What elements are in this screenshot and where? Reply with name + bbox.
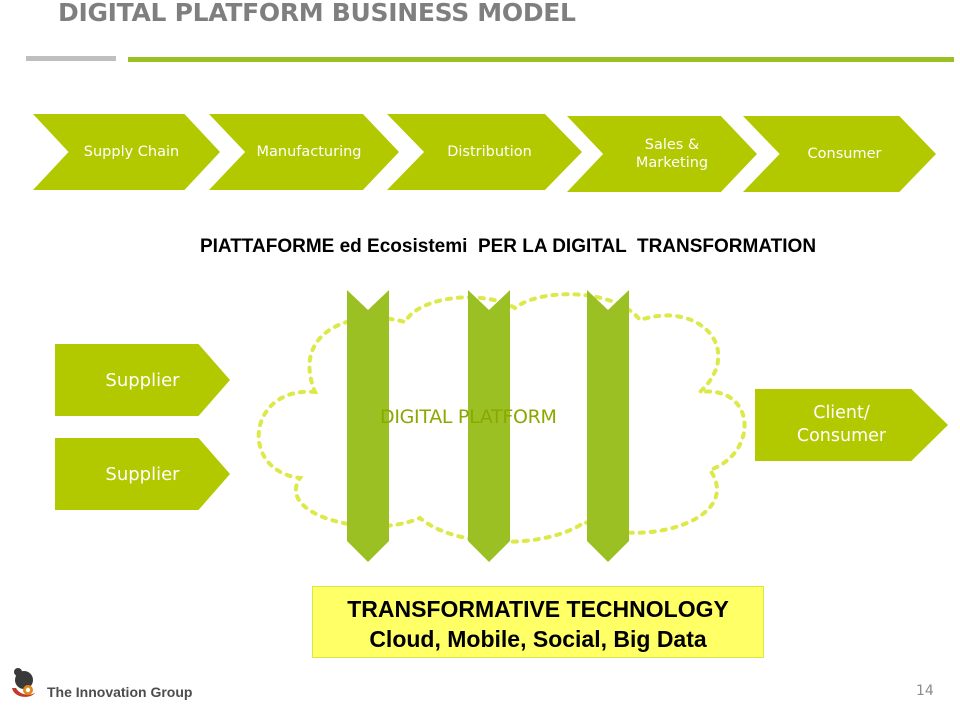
company-name: The Innovation Group — [47, 684, 193, 700]
supplier-arrow-1: Supplier — [55, 344, 230, 416]
client-label-line1: Client/ — [813, 403, 870, 424]
title-rule-gray — [26, 56, 116, 61]
page-number: 14 — [916, 683, 934, 699]
title-rule-green — [128, 57, 954, 62]
chevron-label: Distribution — [447, 143, 532, 160]
pillar-arrow-2 — [468, 290, 510, 562]
pillar-arrow-1 — [347, 290, 389, 562]
technology-heading: TRANSFORMATIVE TECHNOLOGY — [347, 596, 729, 622]
supplier-arrow-2: Supplier — [55, 438, 230, 510]
client-label: Client/Consumer — [797, 402, 906, 448]
cloud-outline — [256, 292, 747, 544]
client-consumer-arrow: Client/Consumer — [755, 389, 948, 461]
chevron-label-multiline: Sales & Marketing — [616, 136, 708, 172]
section-subtitle: PIATTAFORME ed Ecosistemi PER LA DIGITAL… — [199, 236, 817, 257]
technology-list: Cloud, Mobile, Social, Big Data — [369, 626, 707, 652]
innovation-group-logo-icon — [12, 668, 36, 697]
supplier-label: Supplier — [105, 463, 180, 485]
pillar-arrow-3 — [587, 290, 629, 562]
chevron-label-line2: Marketing — [635, 155, 709, 171]
transformative-technology-box: TRANSFORMATIVE TECHNOLOGY Cloud, Mobile,… — [312, 586, 764, 658]
chevron-label: Supply Chain — [83, 143, 180, 160]
chevron-label: Manufacturing — [256, 143, 362, 160]
digital-platform-label: DIGITAL PLATFORM — [380, 406, 557, 428]
slide-title: DIGITAL PLATFORM BUSINESS MODEL — [58, 0, 576, 27]
supplier-label: Supplier — [105, 369, 180, 391]
chevron-label: Consumer — [807, 145, 882, 162]
chevron-label-line1: Sales & — [644, 136, 700, 153]
client-label-line2: Consumer — [796, 426, 887, 446]
